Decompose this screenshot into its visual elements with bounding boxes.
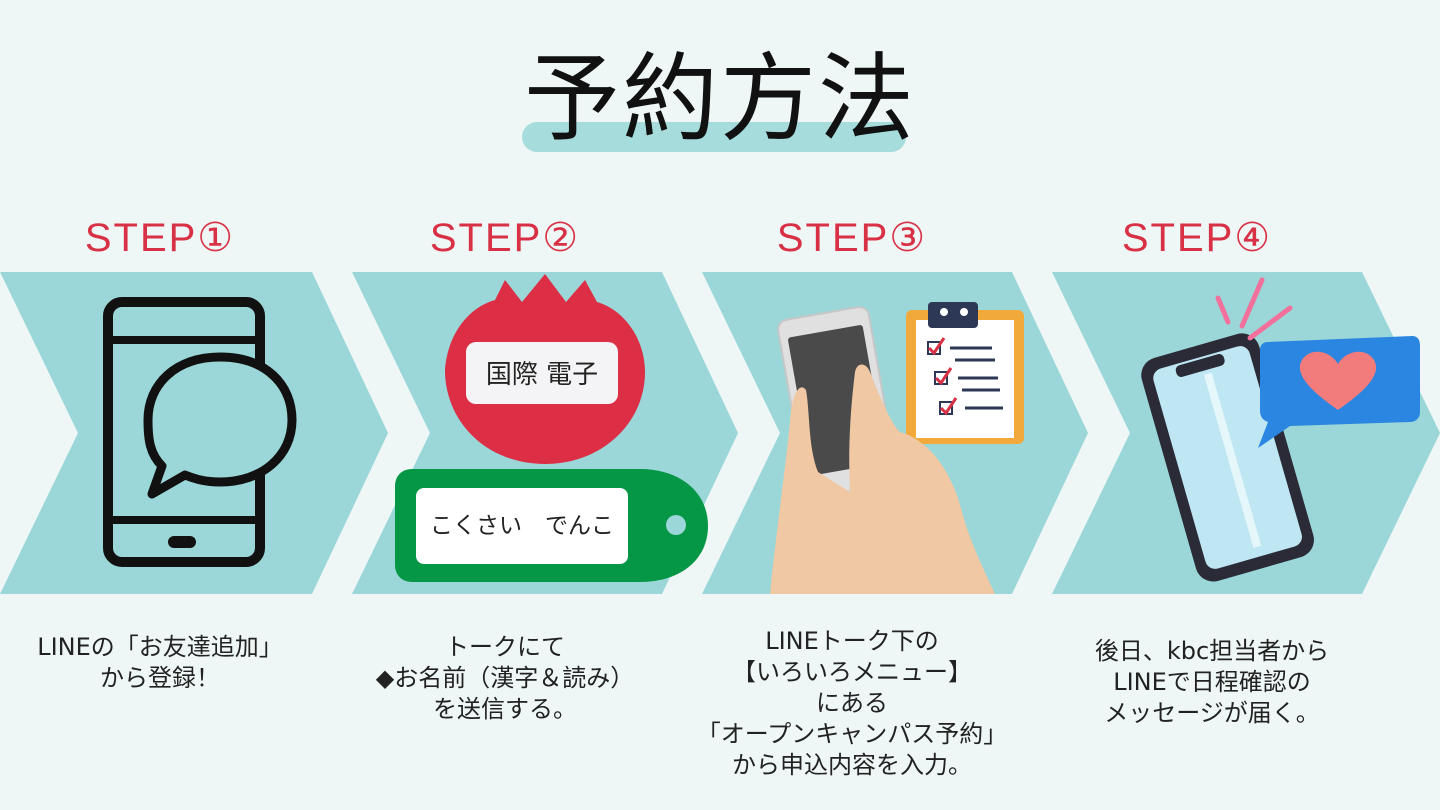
- steps-flow: [0, 272, 1440, 594]
- title-area: 予約方法: [0, 0, 1440, 160]
- title-underline: [522, 122, 906, 152]
- badge-name-kanji: 国際 電子: [485, 360, 599, 390]
- step-4-description: 後日、kbc担当者から LINEで日程確認の メッセージが届く。: [1094, 637, 1330, 727]
- step-1-description: LINEの「お友達追加」 から登録！: [37, 633, 283, 692]
- step-2-description: トークにて ◆お名前（漢字＆読み） を送信する。: [375, 633, 635, 723]
- step-4-label: STEP④: [1121, 216, 1273, 260]
- phone-heart-message-icon: [1141, 277, 1420, 582]
- step-3-label: STEP③: [776, 216, 928, 260]
- badge-name-reading: こくさい でんこ: [430, 513, 614, 539]
- step-2-label: STEP②: [429, 216, 581, 260]
- step-3-description: LINEトーク下の 【いろいろメニュー】 にある 「オープンキャンパス予約」 か…: [696, 627, 1008, 779]
- page-title: 予約方法: [524, 43, 916, 155]
- smartphone-chat-icon: [103, 297, 297, 567]
- name-badge-icon: [395, 274, 708, 582]
- step-1-label: STEP①: [84, 216, 236, 260]
- hand-phone-checklist-icon: [770, 302, 1024, 594]
